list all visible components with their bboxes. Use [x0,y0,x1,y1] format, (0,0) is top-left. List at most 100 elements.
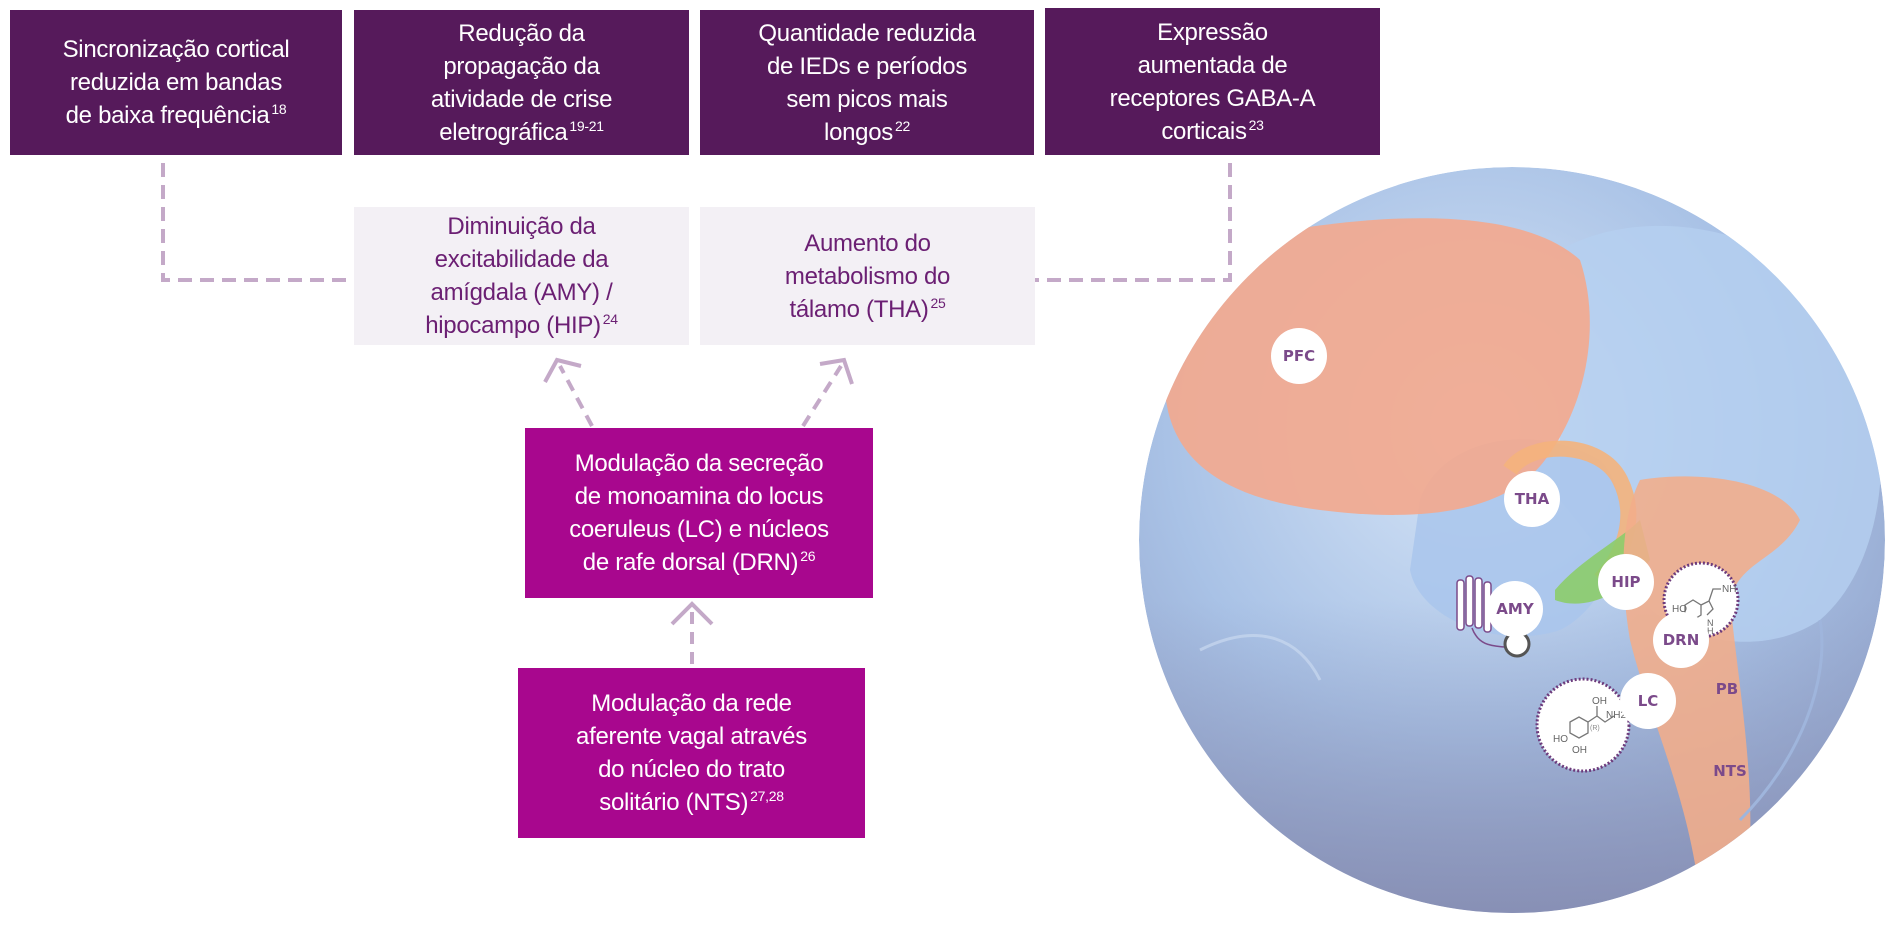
region-label-nts: NTS [1713,762,1747,780]
diagram-element: amígdala (AMY) / [430,279,613,306]
pathway-box-vagal-nts: Modulação da rede aferente vagal através… [518,668,865,838]
diagram-element: atividade de crise [430,85,613,113]
diagram-element: Modulação da rede [591,690,792,717]
reference-superscript: 26 [800,548,816,564]
diagram-element: Expressão [1157,18,1268,46]
diagram-element: receptores GABA-A [1109,84,1316,112]
diagram-element: metabolismo do [784,262,951,290]
diagram-element: OH [1572,745,1587,756]
diagram-element [543,357,582,383]
pathway-box-lc-drn: Modulação da secreção de monoamina do lo… [525,428,873,598]
mechanism-box-thalamus: Aumento do metabolismo do tálamo (THA)25 [700,207,1035,345]
diagram-element: reduzida em bandas [69,69,283,96]
effect-box-gaba-receptors: Expressão aumentada de receptores GABA-A… [1045,8,1380,155]
diagram-element: H [1707,626,1714,636]
receptor-icon [1456,575,1511,649]
diagram-element [1199,634,1322,681]
reference-superscript: 25 [930,294,946,311]
arrow-to-amy-hip [543,357,594,427]
region-label-hip: HIP [1598,554,1654,610]
reference-superscript: 27,28 [750,788,784,804]
cortex-orange [1164,218,1590,515]
diagram-element [1598,554,1654,610]
region-label-pb: PB [1716,680,1738,698]
diagram-element [1271,328,1327,384]
diagram-element: DRN [1663,631,1700,649]
connector-left [161,163,354,282]
region-label-lc: LC [1620,673,1676,729]
diagram-element: hipocampo (HIP) [425,312,601,339]
diagram-element [819,357,854,385]
effect-box-seizure-propagation: Redução da propagação da atividade de cr… [354,10,689,155]
arrow-to-lc-drn [670,601,714,664]
effect-box-ieds: Quantidade reduzida de IEDs e períodos s… [700,10,1034,155]
diagram-element: corticais [1161,117,1247,145]
diagram-element: LC [1638,692,1659,710]
diagram-element: de IEDs e períodos [766,52,968,80]
diagram-element: eletrográfica [439,118,568,146]
region-label-pfc: PFC [1271,328,1327,384]
reference-superscript: 18 [271,101,287,117]
reference-superscript: 23 [1248,116,1264,133]
diagram-element: de rafe dorsal (DRN) [582,549,799,576]
diagram-element: solitário (NTS) [599,789,749,816]
diagram-element: Modulação da secreção [574,450,824,477]
diagram-element: solitário (NTS)27,28 [599,786,784,819]
mechanism-box-amy-hip: Diminuição da excitabilidade da amígdala… [354,207,689,345]
diagram-element: aumentada de [1137,51,1288,79]
diagram-element: hipocampo (HIP)24 [425,309,618,342]
diagram-element [1653,612,1709,668]
diagram-element: N [1707,618,1714,628]
diagram-element: HIP [1611,573,1640,591]
diagram-element: THA [1515,490,1550,508]
region-label-amy: AMY [1487,581,1543,637]
reference-superscript: 19-21 [569,117,604,134]
brain-illustration [1139,167,1885,913]
diagram-element: NH2 [1606,710,1626,721]
diagram-element: propagação da [443,52,600,80]
connector-right [1035,163,1232,282]
diagram-element: Aumento do [804,229,931,257]
diagram-element: HO [1672,604,1687,615]
diagram-element: tálamo (THA)25 [789,293,945,326]
diagram-element: Redução da [458,19,585,47]
diagram-element [1569,706,1615,739]
diagram-element: de rafe dorsal (DRN)26 [582,546,816,579]
diagram-element [670,601,714,626]
diagram-element [1487,581,1543,637]
diagram-element: do núcleo do trato [598,756,785,783]
diagram-element: Quantidade reduzida [758,19,976,47]
diagram-element: Sincronização cortical [62,36,290,63]
diagram-element: de monoamina do locus [574,483,824,510]
diagram-element: NH [1722,584,1736,595]
reference-superscript: 24 [602,311,618,327]
diagram-element [1620,673,1676,729]
diagram-element [1535,677,1631,773]
diagram-element: PFC [1283,347,1315,365]
diagram-element: tálamo (THA) [789,295,929,323]
diagram-element: AMY [1496,600,1535,618]
diagram-element [1738,619,1824,822]
diagram-element: HO [1553,734,1568,745]
brainstem-orange [1623,476,1800,900]
reference-superscript: 22 [894,117,910,134]
diagram-element: sem picos mais [786,85,948,113]
diagram-element: OH [1592,696,1607,707]
diagram-element: coeruleus (LC) e núcleos [569,516,829,543]
diagram-element: (R) [1590,725,1600,732]
region-label-tha: THA [1504,471,1560,527]
diagram-element [1504,471,1560,527]
diagram-element: Diminuição da [447,213,596,240]
diagram-element: longos [824,118,893,146]
norepinephrine-molecule-icon: OH NH2 (R) HO OH [1535,677,1631,773]
diagram-element: aferente vagal através [576,723,807,750]
diagram-element: de baixa frequência [65,102,270,129]
region-label-drn: DRN [1653,612,1709,668]
diagram-element: excitabilidade da [434,246,609,273]
effect-box-cortical-sync: Sincronização cortical reduzida em banda… [10,10,342,155]
